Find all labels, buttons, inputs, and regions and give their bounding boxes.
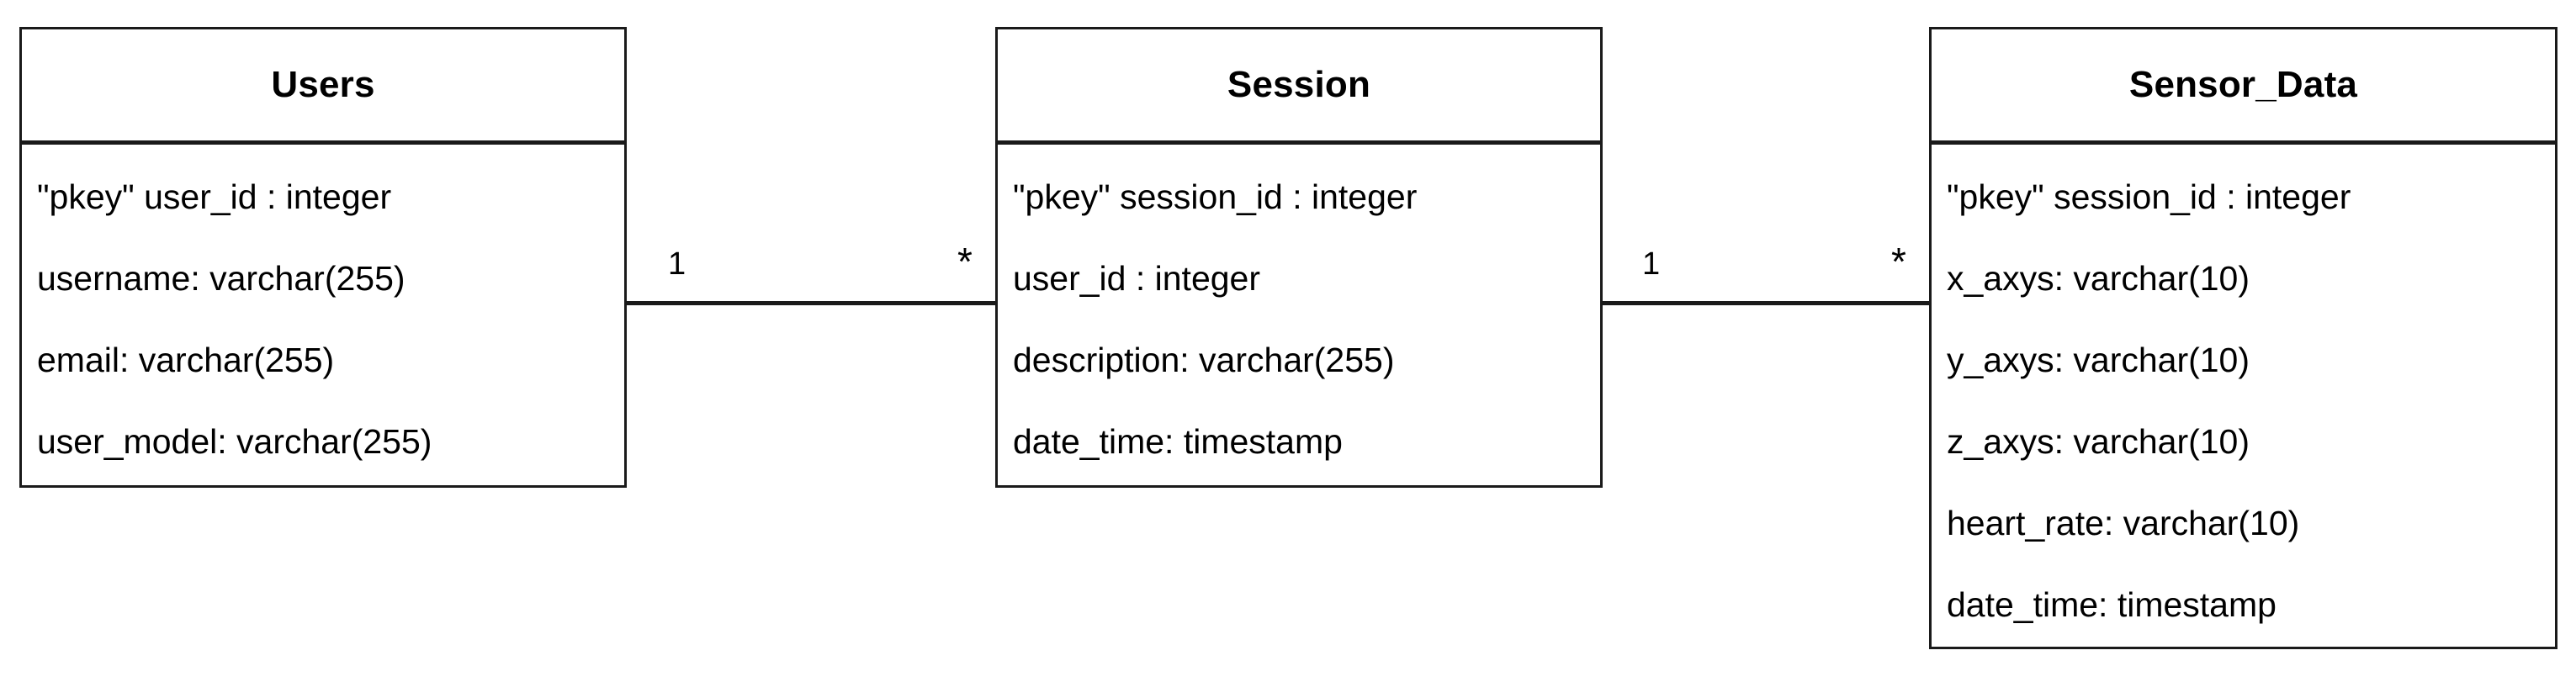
cardinality-session-sensor-target: * <box>1891 240 1906 283</box>
entity-users-attributes: "pkey" user_id : integer username: varch… <box>22 145 624 489</box>
cardinality-session-sensor-source: 1 <box>1642 246 1661 282</box>
attribute-row: user_id : integer <box>1013 259 1261 298</box>
entity-sensor-data-attributes: "pkey" session_id : integer x_axys: varc… <box>1932 145 2555 653</box>
entity-users[interactable]: Users "pkey" user_id : integer username:… <box>19 27 627 488</box>
cardinality-users-session-target: * <box>957 240 973 283</box>
attribute-row: date_time: timestamp <box>1947 585 2277 624</box>
attribute-row: x_axys: varchar(10) <box>1947 259 2250 298</box>
relationship-line-session-sensor-data[interactable] <box>1601 301 1931 305</box>
attribute-row: y_axys: varchar(10) <box>1947 341 2250 379</box>
relationship-line-users-session[interactable] <box>627 301 997 305</box>
cardinality-users-session-source: 1 <box>668 246 686 282</box>
attribute-row: user_model: varchar(255) <box>37 422 432 461</box>
entity-sensor-data-header: Sensor_Data <box>1932 29 2555 145</box>
attribute-row: username: varchar(255) <box>37 259 405 298</box>
entity-sensor-data-title: Sensor_Data <box>2128 64 2358 105</box>
entity-users-header: Users <box>22 29 624 145</box>
entity-sensor-data[interactable]: Sensor_Data "pkey" session_id : integer … <box>1929 27 2557 649</box>
entity-session-attributes: "pkey" session_id : integer user_id : in… <box>998 145 1600 489</box>
attribute-row: "pkey" session_id : integer <box>1947 177 2351 216</box>
attribute-row: description: varchar(255) <box>1013 341 1395 379</box>
attribute-row: email: varchar(255) <box>37 341 335 379</box>
attribute-row: heart_rate: varchar(10) <box>1947 504 2300 542</box>
entity-session[interactable]: Session "pkey" session_id : integer user… <box>995 27 1603 488</box>
attribute-row: z_axys: varchar(10) <box>1947 422 2250 461</box>
entity-users-title: Users <box>271 64 375 105</box>
entity-session-title: Session <box>1227 64 1371 105</box>
attribute-row: "pkey" user_id : integer <box>37 177 392 216</box>
entity-session-header: Session <box>998 29 1600 145</box>
attribute-row: date_time: timestamp <box>1013 422 1343 461</box>
attribute-row: "pkey" session_id : integer <box>1013 177 1418 216</box>
